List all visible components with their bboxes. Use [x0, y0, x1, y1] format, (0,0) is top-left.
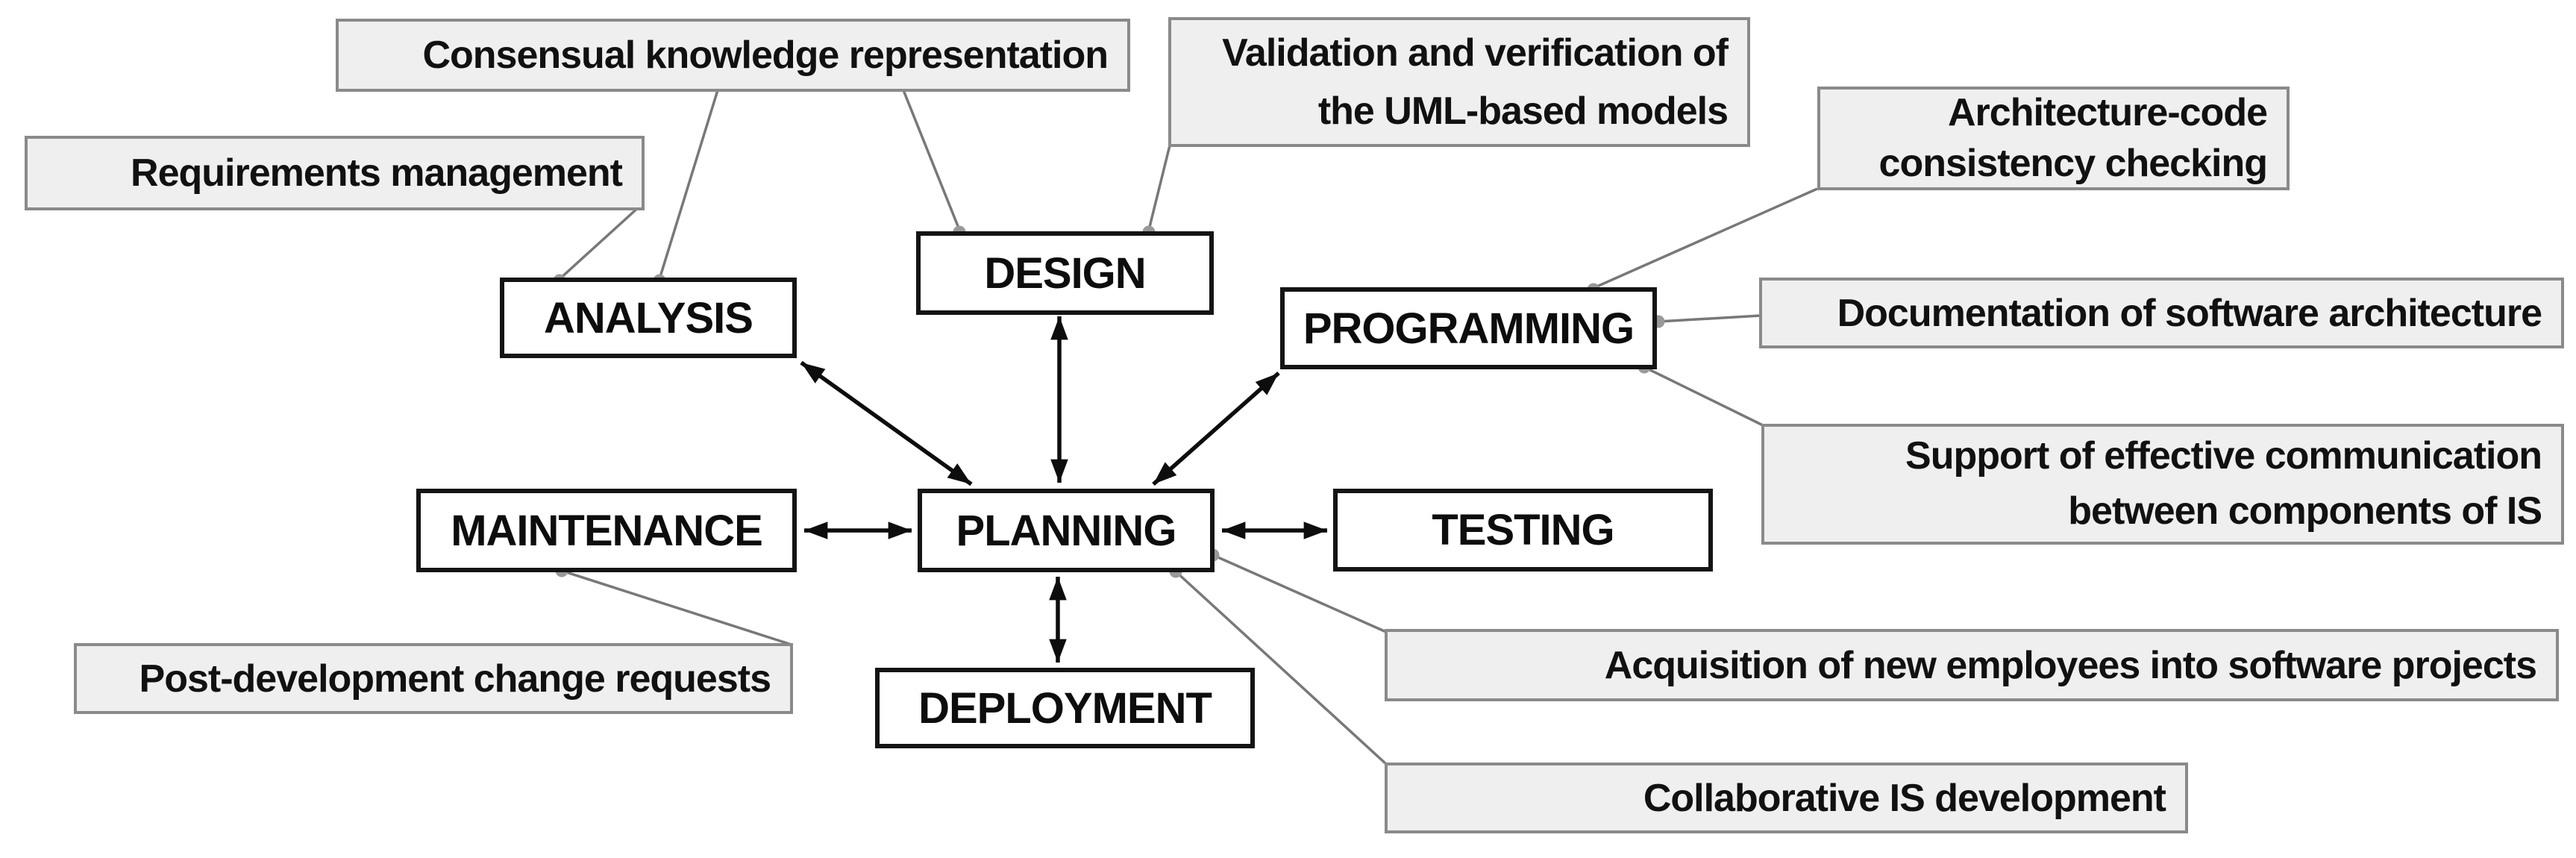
link-support-programming: [1643, 366, 1764, 427]
arrow-programming-planning: [1152, 371, 1280, 486]
callout-validation-verification-uml: Validation and verification of the UML-b…: [1168, 17, 1750, 147]
link-acquisition-planning: [1212, 554, 1387, 633]
phase-node-design: DESIGN: [916, 231, 1214, 315]
callout-text-block: Support of effective communication betwe…: [1905, 429, 2542, 539]
callout-text-line2: consistency checking: [1878, 141, 2268, 185]
phase-label-analysis: ANALYSIS: [544, 293, 753, 342]
callout-collaborative-is-development: Collaborative IS development: [1385, 763, 2188, 833]
callout-architecture-code-consistency: Architecture-code consistency checking: [1817, 87, 2290, 190]
phase-label-maintenance: MAINTENANCE: [451, 506, 763, 555]
callout-text-line2: between components of IS: [2068, 489, 2542, 533]
callout-text: Collaborative IS development: [1643, 776, 2166, 820]
callout-consensual-knowledge-representation: Consensual knowledge representation: [336, 19, 1130, 92]
callout-acquisition-new-employees: Acquisition of new employees into softwa…: [1385, 629, 2559, 701]
callout-post-development-change-requests: Post-development change requests: [74, 643, 793, 714]
arrow-analysis-planning: [800, 360, 973, 486]
link-postdev-maintenance: [561, 569, 792, 646]
callout-text: Post-development change requests: [139, 657, 771, 701]
callout-text: Documentation of software architecture: [1837, 291, 2542, 335]
link-validation-design: [1147, 145, 1171, 231]
callout-text-block: Architecture-code consistency checking: [1878, 88, 2268, 189]
phase-node-maintenance: MAINTENANCE: [416, 489, 797, 572]
link-requirements-analysis: [558, 204, 642, 281]
phase-label-testing: TESTING: [1432, 506, 1614, 554]
callout-text-block: Validation and verification of the UML-b…: [1222, 24, 1729, 140]
callout-text-line1: Validation and verification of: [1222, 31, 1729, 75]
callout-connector-lines: [558, 90, 1818, 765]
callout-text: Requirements management: [131, 151, 623, 195]
callout-text-line2: the UML-based models: [1317, 90, 1729, 133]
link-architecture-programming: [1593, 187, 1818, 289]
link-documentation-programming: [1658, 314, 1761, 323]
phase-node-testing: TESTING: [1333, 489, 1713, 572]
phase-node-analysis: ANALYSIS: [500, 278, 797, 358]
phase-node-programming: PROGRAMMING: [1280, 287, 1657, 369]
callout-documentation-software-architecture: Documentation of software architecture: [1759, 278, 2564, 348]
link-consensual-analysis: [658, 90, 719, 280]
phase-label-planning: PLANNING: [956, 506, 1177, 555]
phase-node-planning: PLANNING: [918, 489, 1215, 572]
callout-text: Consensual knowledge representation: [422, 34, 1109, 77]
phase-label-deployment: DEPLOYMENT: [918, 683, 1212, 733]
link-collaborative-planning: [1174, 570, 1388, 765]
callout-text: Acquisition of new employees into softwa…: [1604, 643, 2537, 687]
callout-requirements-management: Requirements management: [25, 136, 645, 210]
phase-label-programming: PROGRAMMING: [1303, 304, 1635, 353]
phase-node-deployment: DEPLOYMENT: [875, 668, 1255, 748]
callout-text-line1: Architecture-code: [1948, 90, 2268, 134]
phase-arrows: [800, 316, 1327, 663]
phase-label-design: DESIGN: [984, 248, 1146, 298]
callout-support-effective-communication: Support of effective communication betwe…: [1761, 424, 2564, 545]
callout-text-line1: Support of effective communication: [1905, 434, 2542, 478]
link-consensual-design: [902, 90, 961, 231]
